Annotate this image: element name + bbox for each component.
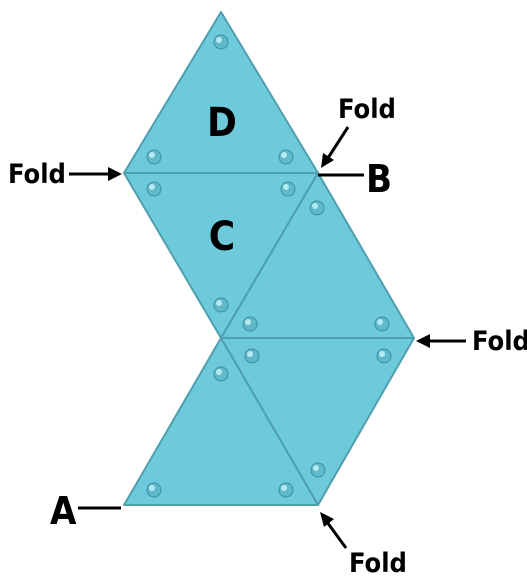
rivet [309,200,325,216]
triangle-label-c: C [209,214,235,260]
rivet [244,348,260,364]
triangle-label-d: D [207,100,237,146]
rivet [280,181,296,197]
rivet [146,181,162,197]
fold-label-left: Fold [8,159,66,190]
triangle-lower-left [123,337,319,506]
arrow-left-icon [416,334,466,348]
triangle-faces [123,11,415,506]
fold-label-bottom: Fold [349,548,407,579]
point-label-b: B [366,157,392,201]
arrow-right-icon [69,167,122,181]
rivet [310,462,326,478]
arrow-up-left-icon [320,512,348,549]
rivet [146,482,162,498]
rivet [278,149,294,165]
rivet [213,366,229,382]
rivet [374,316,390,332]
rivet [146,149,162,165]
rivet [242,316,258,332]
rivet [278,482,294,498]
rivets [146,34,392,498]
fold-label-right: Fold [472,326,527,357]
fold-label-top-right: Fold [338,94,396,125]
arrow-down-left-icon [321,126,350,168]
rivet [376,348,392,364]
rivet [213,297,229,313]
point-label-a: A [50,489,77,533]
rivet [213,34,229,50]
